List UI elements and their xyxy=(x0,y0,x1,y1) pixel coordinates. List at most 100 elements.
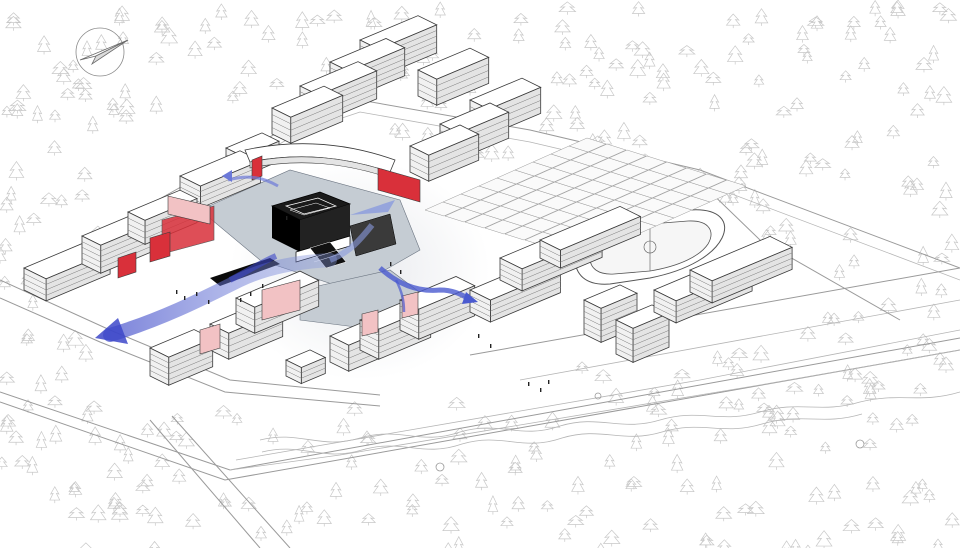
tree-icon xyxy=(0,246,7,264)
tree-icon xyxy=(642,91,658,105)
tree-icon xyxy=(557,528,572,542)
tree-icon xyxy=(738,143,754,156)
tree-icon xyxy=(902,179,918,198)
tree-icon xyxy=(20,333,34,346)
tree-icon xyxy=(558,1,577,15)
tree-icon xyxy=(857,56,871,72)
person-icon xyxy=(346,224,348,228)
tree-icon xyxy=(487,495,499,515)
tree-icon xyxy=(336,417,351,436)
tree-icon xyxy=(108,103,120,118)
tree-icon xyxy=(810,15,824,32)
tree-icon xyxy=(68,482,80,495)
tree-icon xyxy=(631,1,646,17)
tree-icon xyxy=(768,451,785,470)
tree-icon xyxy=(655,63,671,81)
tree-icon xyxy=(629,58,647,79)
tree-icon xyxy=(923,85,937,102)
tree-icon xyxy=(746,500,765,517)
tree-icon xyxy=(372,478,389,496)
tree-icon xyxy=(561,73,578,87)
parking-bay xyxy=(708,179,747,195)
person-icon xyxy=(176,290,178,294)
tree-icon xyxy=(67,507,86,521)
tree-icon xyxy=(891,530,904,546)
tree-icon xyxy=(713,428,728,444)
parking-bay xyxy=(608,149,647,165)
tree-icon xyxy=(704,71,722,86)
tree-icon xyxy=(864,383,877,402)
tree-icon xyxy=(726,45,744,65)
tree-icon xyxy=(874,15,887,30)
tree-icon xyxy=(645,395,660,415)
tree-icon xyxy=(89,504,107,523)
tree-icon xyxy=(114,5,131,24)
tree-icon xyxy=(931,2,948,15)
person-icon xyxy=(196,292,198,296)
building xyxy=(409,124,480,182)
tree-icon xyxy=(939,8,958,24)
tree-icon xyxy=(745,152,764,170)
tree-icon xyxy=(0,371,16,386)
tree-icon xyxy=(529,445,543,463)
tree-icon xyxy=(709,93,720,112)
tree-icon xyxy=(935,283,948,298)
tree-icon xyxy=(755,198,771,214)
building xyxy=(285,349,327,385)
tree-icon xyxy=(917,245,930,266)
building xyxy=(615,304,670,364)
tree-icon xyxy=(66,329,85,349)
tree-icon xyxy=(715,506,733,522)
tree-icon xyxy=(206,36,223,51)
tree-icon xyxy=(761,417,778,436)
tree-icon xyxy=(0,196,14,213)
tree-icon xyxy=(852,310,865,324)
person-icon xyxy=(330,230,332,234)
tree-icon xyxy=(842,519,861,534)
tree-icon xyxy=(790,538,801,548)
tree-icon xyxy=(483,143,500,162)
tree-icon xyxy=(550,71,564,86)
parking-bay xyxy=(628,155,667,171)
building xyxy=(399,276,476,340)
tree-icon xyxy=(785,406,801,423)
tree-icon xyxy=(4,15,22,31)
tree-icon xyxy=(11,103,24,119)
pedestrians xyxy=(176,216,550,392)
tree-icon xyxy=(937,356,955,373)
tree-icon xyxy=(608,387,625,406)
tree-icon xyxy=(215,3,228,21)
tree-icon xyxy=(624,40,641,52)
tree-icon xyxy=(0,456,8,470)
tree-icon xyxy=(769,410,786,429)
tree-icon xyxy=(616,121,632,142)
tree-icon xyxy=(578,505,595,519)
tree-icon xyxy=(513,12,529,26)
tree-icon xyxy=(806,16,825,29)
tree-icon xyxy=(0,413,17,430)
tree-icon xyxy=(677,45,696,58)
tree-icon xyxy=(316,509,333,527)
tree-icon xyxy=(656,72,671,92)
parking-bay xyxy=(668,167,707,183)
tree-icon xyxy=(783,425,798,438)
tree-icon xyxy=(901,344,913,357)
tree-icon xyxy=(718,396,735,411)
tree-icon xyxy=(243,9,260,29)
tree-icon xyxy=(149,95,163,115)
building xyxy=(539,205,642,269)
tree-icon xyxy=(414,458,429,475)
tree-icon xyxy=(890,523,907,544)
tree-icon xyxy=(329,481,343,500)
tree-icon xyxy=(406,503,419,517)
tree-icon xyxy=(733,398,745,413)
tree-icon xyxy=(106,97,120,113)
tree-icon xyxy=(842,227,859,243)
tree-icon xyxy=(944,233,960,253)
tree-icon xyxy=(711,475,722,493)
tree-icon xyxy=(0,275,12,290)
tree-icon xyxy=(923,489,936,503)
tree-icon xyxy=(777,217,795,235)
tree-icon xyxy=(725,13,741,29)
